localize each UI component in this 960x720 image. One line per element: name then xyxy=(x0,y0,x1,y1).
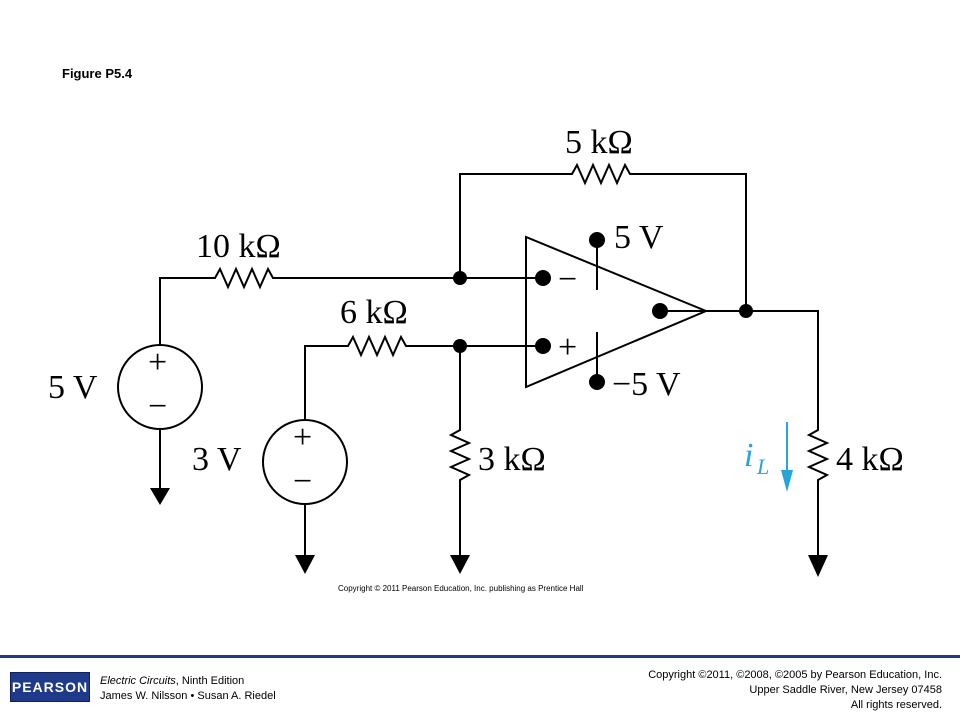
output-wire xyxy=(660,310,830,555)
nodes xyxy=(453,232,753,390)
publisher-copyright: Copyright ©2011, ©2008, ©2005 by Pearson… xyxy=(648,668,942,713)
node-supply-neg xyxy=(589,374,605,390)
voltage-source-3v xyxy=(262,419,348,505)
label-v-source-1: 5 V xyxy=(48,369,98,406)
label-noninv-sign: + xyxy=(558,329,577,366)
plus-input-wire xyxy=(304,334,543,420)
label-current: i xyxy=(744,437,753,474)
ground-resistor-wire xyxy=(448,346,472,555)
label-r-load: 4 kΩ xyxy=(836,441,904,478)
book-edition: , Ninth Edition xyxy=(175,675,245,687)
node-plus-junction xyxy=(453,339,467,353)
label-r-plus: 6 kΩ xyxy=(340,294,408,331)
book-info: Electric Circuits, Ninth Edition James W… xyxy=(100,674,276,704)
src2-plus-sign: + xyxy=(293,419,312,456)
ground-arrow-2 xyxy=(295,555,315,574)
address-line: Upper Saddle River, New Jersey 07458 xyxy=(749,684,942,696)
label-r-input: 10 kΩ xyxy=(196,228,281,265)
input-wire xyxy=(159,266,543,346)
label-r-feedback: 5 kΩ xyxy=(565,124,633,161)
book-authors: James W. Nilsson • Susan A. Riedel xyxy=(100,690,276,702)
book-title-line: Electric Circuits, Ninth Edition xyxy=(100,674,276,689)
node-output-terminal xyxy=(652,303,668,319)
copyright-line: Copyright ©2011, ©2008, ©2005 by Pearson… xyxy=(648,669,942,681)
circuit-diagram: 5 kΩ 10 kΩ 6 kΩ 3 kΩ 4 kΩ 5 V 3 V 5 V −5… xyxy=(48,124,904,593)
src1-minus-sign: − xyxy=(148,388,167,425)
node-output-junction xyxy=(739,304,753,318)
ground-arrow-1 xyxy=(150,488,170,505)
src1-plus-sign: + xyxy=(148,344,167,381)
book-title: Electric Circuits xyxy=(100,675,176,687)
label-supply-neg: −5 V xyxy=(612,366,681,403)
wires xyxy=(117,162,830,555)
node-inv-junction xyxy=(453,271,467,285)
node-inv-terminal xyxy=(535,270,551,286)
ground-arrow-3 xyxy=(450,555,470,574)
ground-arrow-4 xyxy=(808,555,828,577)
pearson-logo: PEARSON xyxy=(10,672,90,702)
grounds xyxy=(150,488,828,577)
load-current-arrow xyxy=(781,422,793,492)
op-amp xyxy=(525,235,709,389)
feedback-wire xyxy=(459,162,747,311)
label-supply-pos: 5 V xyxy=(614,219,664,256)
label-inv-sign: − xyxy=(558,261,577,298)
figure-copyright: Copyright © 2011 Pearson Education, Inc.… xyxy=(338,584,584,593)
figure-title: Figure P5.4 xyxy=(62,66,133,81)
label-v-source-2: 3 V xyxy=(192,441,242,478)
node-supply-pos xyxy=(589,232,605,248)
src2-minus-sign: − xyxy=(293,463,312,500)
voltage-source-5v xyxy=(117,344,203,430)
label-r-ground: 3 kΩ xyxy=(478,441,546,478)
node-noninv-terminal xyxy=(535,338,551,354)
footer-rule xyxy=(0,655,960,658)
label-current-sub: L xyxy=(756,454,769,479)
rights-line: All rights reserved. xyxy=(850,699,942,711)
